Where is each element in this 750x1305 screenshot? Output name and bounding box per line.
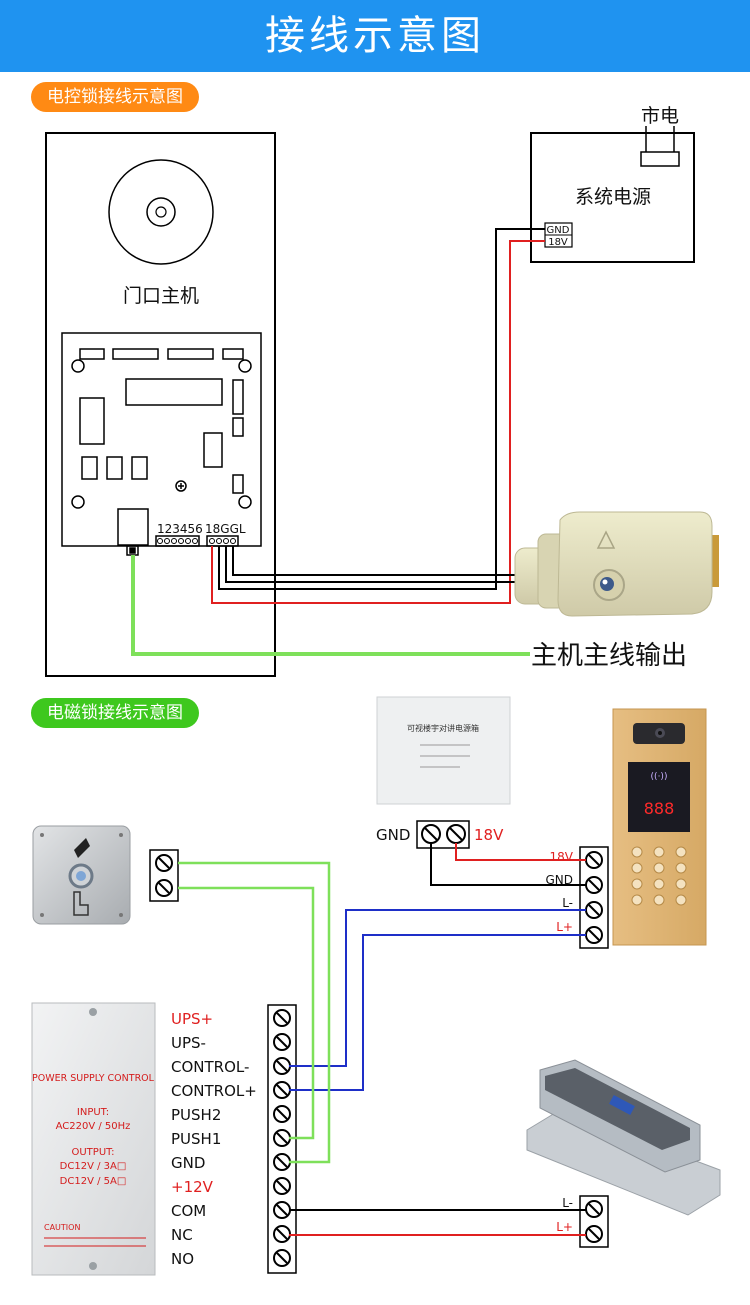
terminal-label: NO xyxy=(171,1250,194,1268)
terminal-screw-slot xyxy=(276,1180,288,1192)
terminal-label: GND xyxy=(171,1154,205,1172)
terminal-label-right: 18GGL xyxy=(205,522,246,536)
psu-output-1: DC12V / 3A□ xyxy=(60,1161,127,1172)
section-label-electric-lock: 电控锁接线示意图 xyxy=(31,82,199,112)
terminal-label: UPS+ xyxy=(171,1010,213,1028)
terminal-label: COM xyxy=(171,1202,206,1220)
system-power-box: 系统电源 市电 GND 18V xyxy=(530,105,695,263)
terminal-label: PUSH1 xyxy=(171,1130,221,1148)
exit-button-image xyxy=(32,825,131,925)
terminal-screw-slot xyxy=(276,1228,288,1240)
power-supply-control-image: POWER SUPPLY CONTROL INPUT: AC220V / 50H… xyxy=(31,1002,156,1276)
mains-plug-icon xyxy=(640,151,680,167)
power-18v-label: 18V xyxy=(548,237,568,248)
exit-button-terminal xyxy=(149,849,179,902)
terminal-screw-slot xyxy=(276,1060,288,1072)
host-label: 门口主机 xyxy=(123,285,199,307)
section-label-magnetic-lock: 电磁锁接线示意图 xyxy=(31,698,199,728)
power-title: 系统电源 xyxy=(575,186,651,208)
terminal-screw-slot xyxy=(276,1108,288,1120)
terminal-screw-slot xyxy=(276,1036,288,1048)
psu-input-value: AC220V / 50Hz xyxy=(56,1121,131,1132)
terminal-label: PUSH2 xyxy=(171,1106,221,1124)
terminal-screw-slot xyxy=(276,1012,288,1024)
intercom-display: 888 xyxy=(644,799,675,818)
output-label: 主机主线输出 xyxy=(531,641,687,671)
terminal-screw-slot xyxy=(276,1204,288,1216)
terminal-screw-slot xyxy=(276,1084,288,1096)
section2-wires xyxy=(178,843,586,1236)
terminal-screw-slot xyxy=(276,1156,288,1168)
terminal-screw-slot xyxy=(276,1132,288,1144)
psu-output-2: DC12V / 5A□ xyxy=(60,1176,127,1187)
maglock-term-l-plus: L+ xyxy=(556,1220,573,1234)
psu-gnd-label: GND xyxy=(376,826,410,844)
terminal-label: CONTROL+ xyxy=(171,1082,257,1100)
magnetic-lock-image xyxy=(526,1059,721,1216)
electric-lock-image xyxy=(514,511,719,617)
psu-18v-label: 18V xyxy=(474,826,504,844)
maglock-term-l-minus: L- xyxy=(562,1196,573,1210)
hand-icon xyxy=(73,891,89,916)
psu-control-title: POWER SUPPLY CONTROL xyxy=(32,1073,155,1084)
terminal-label: +12V xyxy=(171,1178,214,1196)
terminal-label: UPS- xyxy=(171,1034,206,1052)
mains-label: 市电 xyxy=(641,105,679,127)
maglock-terminal-block xyxy=(579,1195,609,1248)
psu-caution: CAUTION xyxy=(44,1223,80,1232)
terminal-label-left: 123456 xyxy=(157,522,203,536)
rfid-icon: ((·)) xyxy=(651,772,668,782)
intercom-panel-image: ((·)) 888 xyxy=(612,708,707,946)
psu-terminal-block xyxy=(416,820,470,849)
intercom-term-18v: 18V xyxy=(550,850,574,864)
terminal-label: NC xyxy=(171,1226,193,1244)
terminal-label: CONTROL- xyxy=(171,1058,249,1076)
psu-box-text: 可视楼宇对讲电源箱 xyxy=(407,723,479,733)
intercom-power-box-image: 可视楼宇对讲电源箱 xyxy=(376,696,511,805)
intercom-term-gnd: GND xyxy=(545,873,573,887)
power-gnd-label: GND xyxy=(547,225,570,236)
terminal-screw-slot xyxy=(276,1252,288,1264)
page-title: 接线示意图 xyxy=(0,0,750,72)
terminal-pins xyxy=(157,538,236,544)
intercom-terminal-block xyxy=(579,846,609,949)
section1-wires xyxy=(131,228,545,656)
intercom-term-l-plus: L+ xyxy=(556,920,573,934)
psu-output-label: OUTPUT: xyxy=(71,1147,114,1158)
intercom-term-l-minus: L- xyxy=(562,896,573,910)
psu-input-label: INPUT: xyxy=(77,1107,109,1118)
